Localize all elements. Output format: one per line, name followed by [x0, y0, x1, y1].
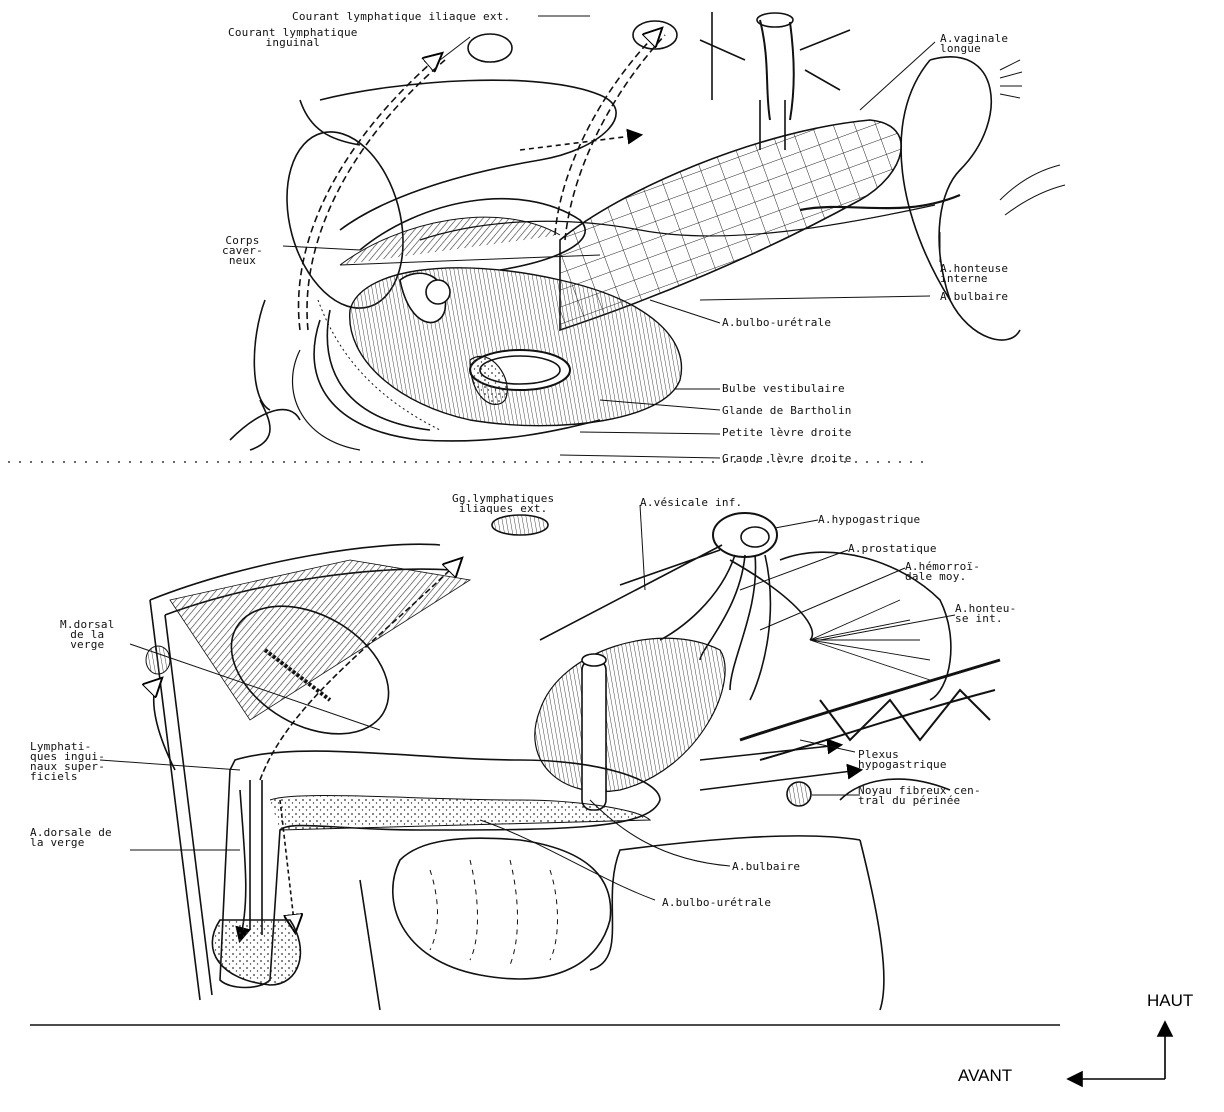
label-petite-levre: Petite lèvre droite — [722, 428, 852, 438]
label-gg-lymphatiques: Gg.lymphatiques iliaques ext. — [452, 494, 554, 514]
label-lymphatiques: Lymphati- ques ingui- naux super- ficiel… — [30, 742, 105, 782]
label-m-dorsal: M.dorsal de la verge — [60, 620, 115, 650]
label-a-dorsale: A.dorsale de la verge — [30, 828, 112, 848]
label-courant-inguinal: Courant lymphatique inguinal — [228, 28, 358, 48]
label-noyau: Noyau fibreux cen- tral du périnée — [858, 786, 981, 806]
label-avant: AVANT — [958, 1066, 1012, 1086]
label-honteuse-int: A.honteu- se int. — [955, 604, 1016, 624]
label-hemorroidale: A.hémorroï- dale moy. — [905, 562, 980, 582]
label-honteuse-interne: A.honteuse interne — [940, 264, 1008, 284]
label-prostatique: A.prostatique — [848, 544, 937, 554]
label-a-bulbaire: A.bulbaire — [732, 862, 800, 872]
orientation-arrows — [1068, 1022, 1172, 1086]
label-haut: HAUT — [1147, 991, 1193, 1011]
label-plexus: Plexus hypogastrique — [858, 750, 947, 770]
label-bulbe-vestibulaire: Bulbe vestibulaire — [722, 384, 845, 394]
label-grande-levre: Grande lèvre droite — [722, 454, 852, 464]
top-figure — [8, 12, 1065, 462]
label-vesicale-inf: A.vésicale inf. — [640, 498, 742, 508]
label-corps-caverneux: Corps caver- neux — [222, 236, 263, 266]
label-a-bulbo-uretrale: A.bulbo-urétrale — [662, 898, 771, 908]
label-bulbo-uretrale-top: A.bulbo-urétrale — [722, 318, 831, 328]
label-vaginale-longue: A.vaginale longue — [940, 34, 1008, 54]
label-hypogastrique: A.hypogastrique — [818, 515, 920, 525]
label-courant-iliaque: Courant lymphatique iliaque ext. — [292, 12, 510, 22]
label-bulbaire-top: A.bulbaire — [940, 292, 1008, 302]
label-glande-bartholin: Glande de Bartholin — [722, 406, 852, 416]
